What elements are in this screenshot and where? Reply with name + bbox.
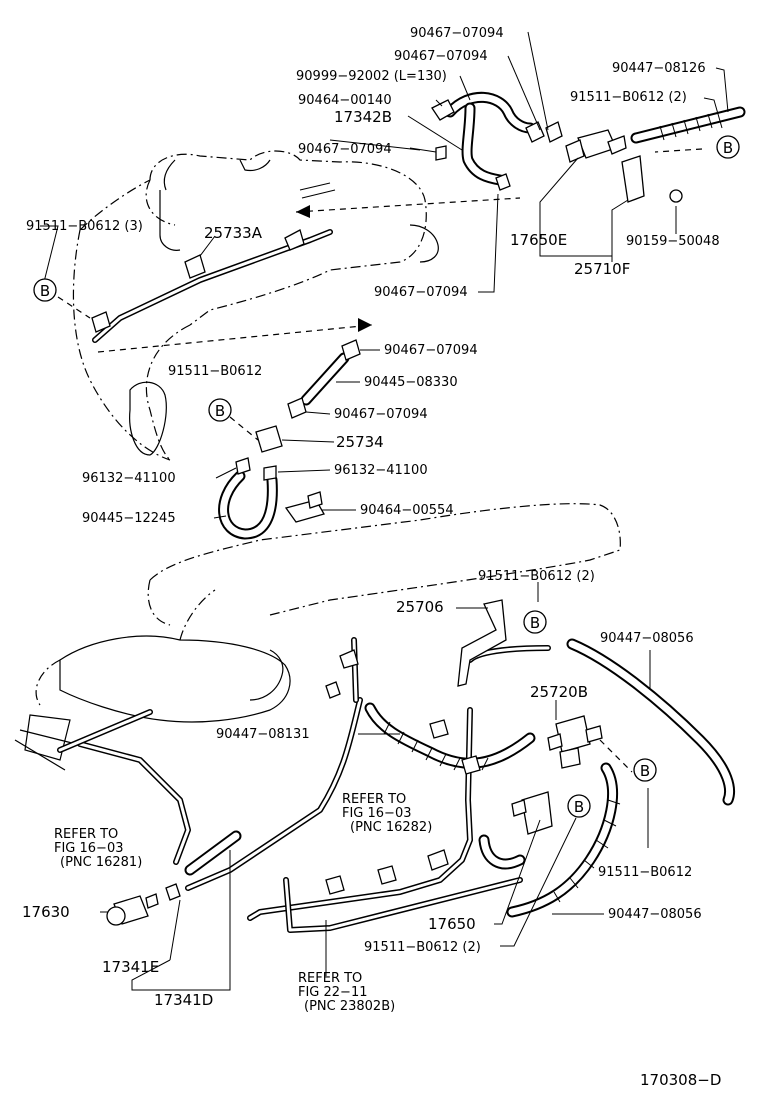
clip-parts-bottom [325,649,481,895]
bracket-25706 [457,599,507,687]
leader-lines [40,31,729,991]
label-90445-08330: 90445−08330 [364,375,458,390]
clip-parts-top [431,99,563,191]
svg-text:B: B [40,282,50,300]
vacuum-pipes-left [57,637,363,891]
label-90467-07094-a: 90467−07094 [410,26,504,41]
hose-17342b [461,102,506,186]
label-ref2-line3: (PNC 16281) [60,855,142,870]
label-17341e: 17341E [102,958,159,976]
label-ref2-line1: REFER TO [54,827,118,842]
marker-b-5: B [633,758,657,782]
hose-90999-92002 [444,91,536,134]
label-17630: 17630 [22,903,70,921]
reference-arrows-bottom [599,739,633,773]
label-91511-b0612-2-top: 91511−B0612 (2) [570,90,687,105]
fitting-25734 [255,425,283,453]
label-17650: 17650 [428,915,476,933]
label-90447-08056-b: 90447−08056 [608,907,702,922]
label-25720b: 25720B [530,683,588,701]
svg-text:B: B [574,798,584,816]
vsv-17650 [511,791,553,835]
marker-b-4: B [523,610,547,634]
hose-90445-08330 [287,339,361,419]
label-96132-41100-b: 96132−41100 [334,463,428,478]
label-91511-b0612-bot: 91511−B0612 [598,865,692,880]
label-91511-b0612-2-bot: 91511−B0612 (2) [364,940,481,955]
hose-90447-08056-b [506,762,621,918]
label-96132-41100-a: 96132−41100 [82,471,176,486]
label-90447-08131: 90447−08131 [216,727,310,742]
label-91511-b0612-2-mid: 91511−B0612 (2) [478,569,595,584]
label-17342b: 17342B [334,108,392,126]
hose-90447-08056-a [566,638,736,806]
label-91511-b0612-mid: 91511−B0612 [168,364,262,379]
svg-text:B: B [530,614,540,632]
marker-b-2: B [33,278,57,302]
label-90447-08126: 90447−08126 [612,61,706,76]
callout-labels: 90467−07094 90467−07094 90999−92002 (L=1… [22,26,721,1089]
svg-text:B: B [723,139,733,157]
vsv-17650e [565,129,627,163]
hose-90447-08131 [364,702,536,773]
label-90464-00140: 90464−00140 [298,93,392,108]
label-ref3-line1: REFER TO [298,971,362,986]
label-90464-00554: 90464−00554 [360,503,454,518]
sensor-17630 [106,883,181,926]
label-90999-92002: 90999−92002 (L=130) [296,69,447,84]
label-25710f: 25710F [574,260,630,278]
label-17650e: 17650E [510,231,567,249]
label-ref3-line2: FIG 22−11 [298,985,368,1000]
bracket-25710f [621,155,683,203]
label-17341d: 17341D [154,991,213,1009]
label-25733a: 25733A [204,224,263,242]
label-90467-07094-b: 90467−07094 [394,49,488,64]
label-ref1-line2: FIG 16−03 [342,806,412,821]
label-91511-b0612-3: 91511−B0612 (3) [26,219,143,234]
label-ref1-line3: (PNC 16282) [350,820,432,835]
marker-b-6: B [567,794,591,818]
label-90447-08056-a: 90447−08056 [600,631,694,646]
reference-arrows-top [57,148,703,441]
label-25734: 25734 [336,433,384,451]
marker-b-3: B [208,398,232,422]
vsv-25720b [547,715,603,769]
svg-text:B: B [640,762,650,780]
label-ref3-line3: (PNC 23802B) [304,999,395,1014]
figure-id: 170308−D [640,1071,721,1089]
label-90467-07094-e: 90467−07094 [384,343,478,358]
label-90445-12245: 90445−12245 [82,511,176,526]
intake-duct-outline [72,139,439,461]
label-ref2-line2: FIG 16−03 [54,841,124,856]
marker-b-1: B [716,135,740,159]
vacuum-pipe-25733a [91,229,333,343]
label-90467-07094-c: 90467−07094 [298,142,392,157]
label-90159-50048: 90159−50048 [626,234,720,249]
label-25706: 25706 [396,598,444,616]
hose-90447-08126 [630,106,746,144]
label-90467-07094-f: 90467−07094 [334,407,428,422]
clamp-90464-00554 [284,491,325,523]
svg-text:B: B [215,402,225,420]
vacuum-pipes-right [247,645,551,933]
hose-90445-12245 [218,457,278,540]
label-90467-07094-d: 90467−07094 [374,285,468,300]
label-ref1-line1: REFER TO [342,792,406,807]
